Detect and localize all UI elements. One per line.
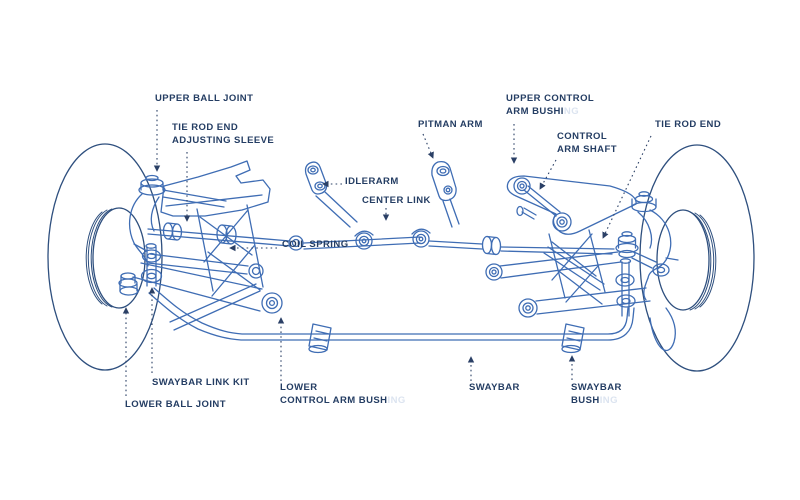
tie-rod-left-part bbox=[147, 222, 291, 247]
swaybar-link-right-part bbox=[615, 258, 636, 317]
label-upper-control-arm-bushing: UPPER CONTROL ARM BUSHING bbox=[506, 93, 594, 118]
center-link-part bbox=[288, 228, 431, 251]
label-center-link: CENTER LINK bbox=[362, 195, 431, 208]
label-swaybar-bushing: SWAYBAR BUSHING bbox=[571, 382, 622, 407]
label-text-faded: ING bbox=[599, 394, 618, 406]
leader-control-arm-shaft bbox=[539, 159, 557, 190]
upper-ball-joint-left-part bbox=[138, 174, 227, 208]
label-text: COIL SPRING bbox=[282, 239, 349, 250]
label-text: TIE ROD END bbox=[172, 122, 239, 133]
swaybar-bracket-right bbox=[561, 323, 585, 354]
swaybar-part bbox=[148, 287, 635, 341]
label-text: UPPER CONTROL bbox=[506, 93, 595, 104]
label-control-arm-shaft: CONTROL ARM SHAFT bbox=[557, 131, 617, 156]
label-text: CONTROL bbox=[557, 131, 608, 142]
label-text: CENTER LINK bbox=[362, 195, 431, 206]
left-frame-plate bbox=[160, 160, 271, 217]
upper-ball-joint-right-part bbox=[631, 191, 657, 213]
label-swaybar-link-kit: SWAYBAR LINK KIT bbox=[152, 377, 250, 390]
tie-rod-right-part bbox=[428, 231, 670, 277]
label-text: PITMAN ARM bbox=[418, 119, 483, 130]
upper-control-arm-right bbox=[506, 175, 637, 235]
idlerarm-part bbox=[304, 161, 358, 228]
label-text: LOWER BALL JOINT bbox=[125, 399, 226, 410]
label-text: TIE ROD END bbox=[655, 119, 722, 130]
leader-lines bbox=[122, 110, 652, 396]
label-swaybar: SWAYBAR bbox=[469, 382, 520, 395]
label-tie-rod-end-right: TIE ROD END bbox=[655, 119, 721, 132]
label-text: LOWER bbox=[280, 382, 318, 393]
left-tire bbox=[47, 143, 163, 371]
label-lower-ball-joint: LOWER BALL JOINT bbox=[125, 399, 226, 412]
label-text: BUSH bbox=[571, 394, 600, 406]
lower-ball-joint-part bbox=[118, 272, 139, 296]
pitman-arm-part bbox=[431, 160, 460, 228]
leader-pitman-arm bbox=[422, 133, 434, 159]
label-upper-ball-joint: UPPER BALL JOINT bbox=[155, 93, 253, 106]
label-pitman-arm: PITMAN ARM bbox=[418, 119, 483, 132]
label-text: ARM SHAFT bbox=[557, 143, 617, 155]
label-lower-control-arm-bushing: LOWER CONTROL ARM BUSHING bbox=[280, 382, 406, 407]
label-tie-rod-end-adjusting-sleeve: TIE ROD END ADJUSTING SLEEVE bbox=[172, 122, 274, 147]
label-text: ARM BUSHI bbox=[506, 105, 564, 117]
lower-control-arms-right bbox=[485, 246, 651, 318]
label-text: ADJUSTING SLEEVE bbox=[172, 134, 275, 146]
label-text: SWAYBAR LINK KIT bbox=[152, 377, 250, 388]
steering-knuckle-right bbox=[637, 209, 679, 352]
label-text-faded: NG bbox=[563, 105, 580, 117]
steering-knuckle-left bbox=[128, 193, 160, 267]
label-idlerarm: IDLERARM bbox=[345, 176, 399, 189]
label-text: CONTROL ARM BUSH bbox=[280, 394, 388, 406]
coil-spring-right-part bbox=[548, 229, 606, 305]
label-text: SWAYBAR bbox=[571, 382, 622, 393]
swaybar-bracket-left bbox=[308, 323, 332, 354]
label-text-faded: ING bbox=[387, 394, 406, 406]
label-coil-spring: COIL SPRING bbox=[282, 239, 349, 252]
label-text: UPPER BALL JOINT bbox=[155, 93, 254, 104]
label-text: SWAYBAR bbox=[469, 382, 520, 393]
label-text: IDLERARM bbox=[345, 176, 399, 187]
right-tire bbox=[639, 144, 755, 372]
swaybar-link-kit-part bbox=[140, 243, 163, 287]
